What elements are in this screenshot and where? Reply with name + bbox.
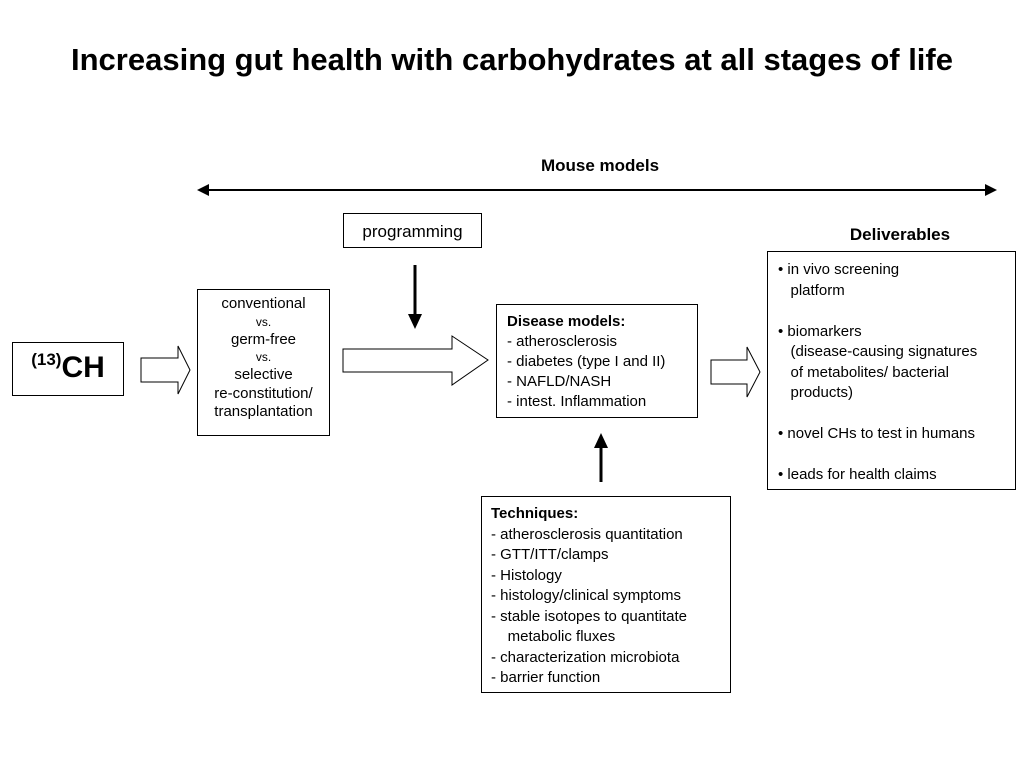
technique-item: - histology/clinical symptoms: [491, 587, 682, 604]
condition-transplantation: transplantation: [214, 403, 313, 420]
techniques-up-arrow: [594, 433, 608, 482]
techniques-box: Techniques: - atherosclerosis quantitati…: [481, 496, 731, 693]
deliverable-item: (disease-causing signatures: [778, 343, 978, 360]
mouse-models-span-arrow: [197, 184, 997, 196]
technique-item: - barrier function: [491, 669, 601, 686]
deliverable-item: • novel CHs to test in humans: [778, 425, 976, 442]
condition-conventional: conventional: [221, 295, 306, 312]
disease-model-item: - intest. Inflammation: [507, 393, 647, 410]
deliverable-item: • biomarkers: [778, 322, 862, 340]
disease-model-item: - atherosclerosis: [507, 333, 618, 350]
deliverable-item: • in vivo screening: [778, 261, 900, 278]
programming-box: programming: [343, 213, 482, 248]
techniques-heading: Techniques:: [491, 505, 579, 522]
programming-down-arrow: [408, 265, 422, 329]
technique-item: metabolic fluxes: [491, 628, 616, 645]
deliverable-item: of metabolites/ bacterial: [778, 363, 949, 381]
technique-item: - atherosclerosis quantitation: [491, 525, 683, 543]
disease-model-item: - NAFLD/NASH: [507, 373, 612, 390]
condition-vs-2: vs.: [255, 350, 272, 364]
deliverable-item: platform: [778, 281, 845, 299]
block-arrow-conditions-to-disease: [342, 335, 489, 386]
technique-item: - Histology: [491, 566, 562, 584]
block-arrow-disease-to-deliverables: [710, 346, 761, 398]
deliverable-spacer: [778, 301, 1015, 322]
deliverable-spacer: [778, 404, 1015, 425]
mouse-models-label: Mouse models: [540, 156, 660, 175]
disease-model-item: - diabetes (type I and II): [507, 353, 666, 370]
conditions-box: conventional vs. germ-free vs. selective…: [197, 289, 330, 436]
condition-vs-1: vs.: [255, 314, 272, 329]
technique-item: - stable isotopes to quantitate: [491, 607, 687, 625]
deliverable-item: products): [778, 384, 854, 401]
deliverable-item: • leads for health claims: [778, 466, 937, 483]
page-title: Increasing gut health with carbohydrates…: [71, 42, 953, 77]
ch-label: (13)CH: [13, 351, 123, 383]
block-arrow-ch-to-conditions: [140, 345, 191, 395]
condition-selective: selective: [234, 366, 293, 383]
disease-models-box: Disease models: - atherosclerosis - diab…: [496, 304, 698, 418]
ch-text: CH: [61, 351, 105, 384]
deliverable-spacer: [778, 445, 1015, 466]
condition-germ-free: germ-free: [230, 330, 297, 348]
disease-models-heading: Disease models:: [507, 313, 626, 330]
deliverables-label: Deliverables: [849, 225, 951, 244]
ch-superscript: (13): [31, 350, 62, 369]
condition-reconstitution: re-constitution/: [214, 384, 313, 402]
technique-item: - characterization microbiota: [491, 648, 680, 666]
deliverables-box: • in vivo screening platform • biomarker…: [767, 251, 1016, 490]
technique-item: - GTT/ITT/clamps: [491, 546, 609, 563]
ch-box: (13)CH: [12, 342, 124, 396]
